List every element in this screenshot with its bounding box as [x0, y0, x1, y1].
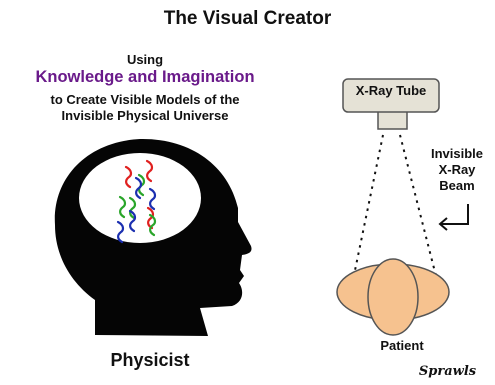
- return-arrow-icon: [440, 204, 468, 230]
- head-silhouette-icon: [55, 139, 252, 336]
- subtitle-line1: to Create Visible Models of the: [0, 92, 290, 107]
- beam-label-line3: Beam: [418, 178, 495, 193]
- xray-tube-label: X-Ray Tube: [343, 83, 439, 98]
- page-title: The Visual Creator: [0, 8, 495, 30]
- patient-body-icon: [337, 259, 449, 335]
- physicist-label: Physicist: [85, 350, 215, 371]
- signature: Sprawls: [400, 364, 495, 379]
- subtitle-using: Using: [0, 52, 290, 67]
- subtitle-highlight: Knowledge and Imagination: [0, 68, 290, 87]
- patient-label: Patient: [362, 338, 442, 353]
- subtitle-line2: Invisible Physical Universe: [0, 108, 290, 123]
- beam-label-line1: Invisible: [418, 146, 495, 161]
- beam-label-line2: X-Ray: [418, 162, 495, 177]
